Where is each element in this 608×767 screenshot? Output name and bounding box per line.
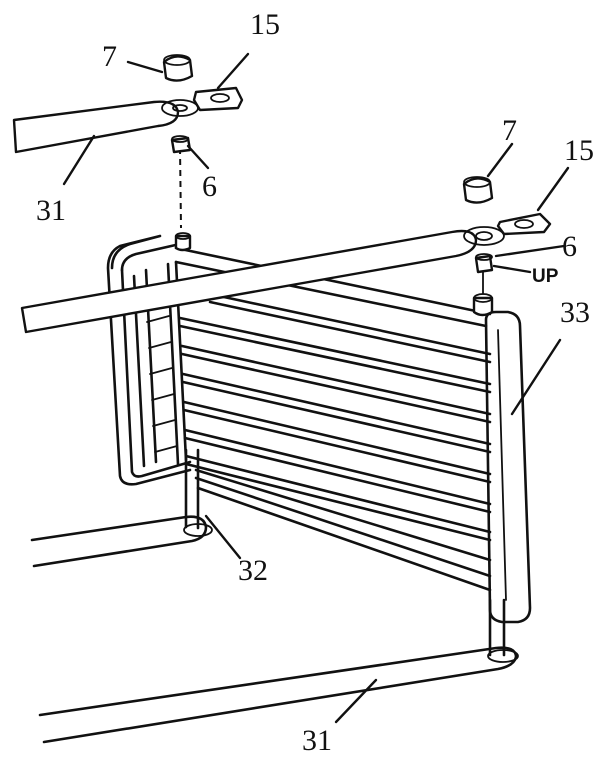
label-top-rail: 31 (36, 194, 66, 227)
label-bushing-left: 6 (202, 170, 217, 203)
reference-labels: 7 15 6 31 7 15 6 UP 33 32 31 (36, 8, 594, 757)
left-pin-assembly (162, 54, 244, 252)
bottom-rail-31 (38, 646, 519, 744)
label-bottom-rail: 31 (302, 724, 332, 757)
label-bushing-right: 6 (562, 230, 577, 263)
leader-lines (62, 52, 570, 724)
panel-33-right-frame (484, 310, 532, 624)
label-nut-left: 7 (102, 40, 117, 73)
label-bracket-right: 15 (564, 134, 594, 167)
label-bracket-left: 15 (250, 8, 280, 41)
top-rail-31-rear (12, 99, 199, 154)
label-post: 32 (238, 554, 268, 587)
label-panel: 33 (560, 296, 590, 329)
label-up-marker: UP (532, 266, 559, 287)
top-rail-31-front (20, 226, 505, 334)
label-nut-right: 7 (502, 114, 517, 147)
right-pin-assembly (462, 176, 552, 317)
